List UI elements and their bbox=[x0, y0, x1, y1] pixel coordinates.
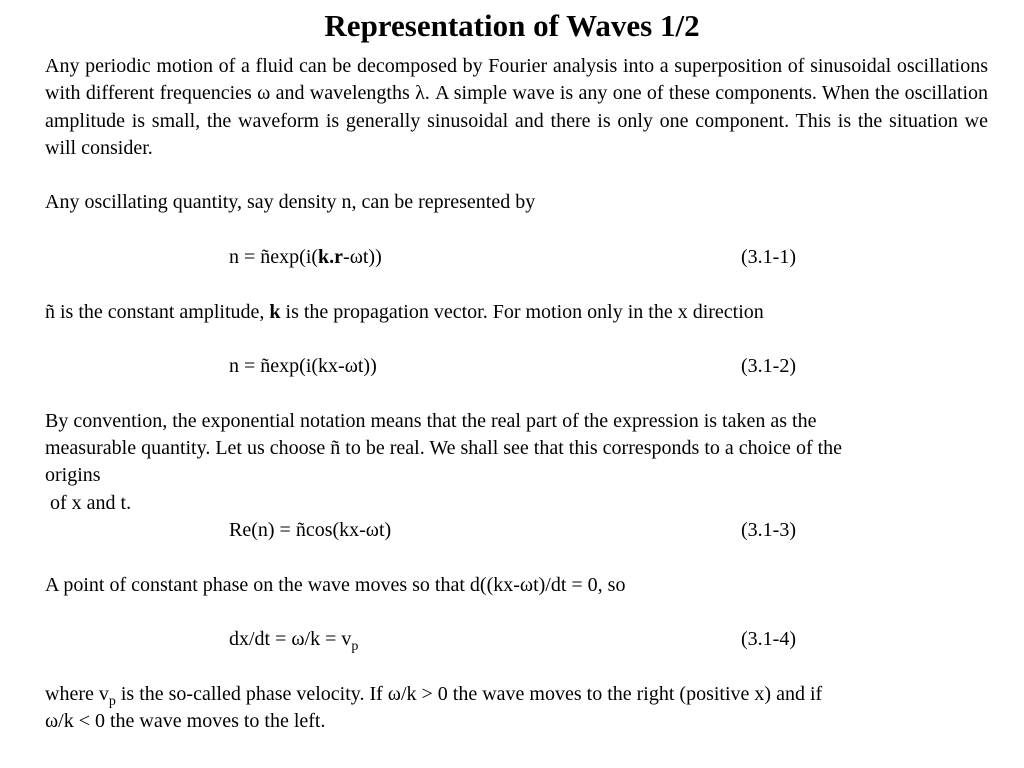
slide-body: Any periodic motion of a fluid can be de… bbox=[45, 53, 988, 735]
equation-number-3-1-1: (3.1-1) bbox=[741, 246, 796, 269]
spacer bbox=[45, 654, 988, 681]
paragraph-phase-velocity-line-2: ω/k < 0 the wave moves to the left. bbox=[45, 710, 326, 733]
paragraph-amplitude-bold: k bbox=[269, 300, 281, 323]
equation-number-3-1-2: (3.1-2) bbox=[741, 355, 796, 378]
spacer bbox=[45, 599, 988, 626]
equation-3-1-1-bold: k.r bbox=[318, 246, 344, 269]
paragraph-fourier: Any periodic motion of a fluid can be de… bbox=[45, 55, 988, 159]
spacer bbox=[45, 271, 988, 298]
equation-number-3-1-3: (3.1-3) bbox=[741, 519, 796, 542]
equation-3-1-4: dx/dt = ω/k = vp bbox=[229, 626, 359, 655]
equation-3-1-4-text: dx/dt = ω/k = v bbox=[229, 628, 352, 651]
equation-number-3-1-4: (3.1-4) bbox=[741, 628, 796, 651]
paragraph-convention-line-4: of x and t. bbox=[45, 491, 132, 514]
spacer bbox=[45, 162, 988, 189]
equation-3-1-4-subscript: p bbox=[351, 639, 359, 655]
equation-3-1-1-post: -ωt)) bbox=[343, 246, 382, 269]
spacer bbox=[45, 217, 988, 244]
spacer bbox=[45, 544, 988, 571]
paragraph-oscillating-quantity: Any oscillating quantity, say density n,… bbox=[45, 191, 536, 214]
paragraph-phase-velocity-subscript: p bbox=[108, 693, 116, 709]
equation-3-1-1-pre: n = ñexp(i( bbox=[229, 246, 319, 269]
paragraph-constant-phase: A point of constant phase on the wave mo… bbox=[45, 573, 626, 596]
spacer bbox=[45, 326, 988, 353]
equation-row-3-1-4: dx/dt = ω/k = vp (3.1-4) bbox=[45, 626, 988, 655]
paragraph-amplitude: ñ is the constant amplitude, k is the pr… bbox=[45, 299, 988, 326]
slide-title: Representation of Waves 1/2 bbox=[324, 8, 700, 43]
paragraph-phase-velocity-pre: where v bbox=[45, 682, 109, 705]
paragraph-convention-line-1: By convention, the exponential notation … bbox=[45, 409, 817, 432]
equation-3-1-3: Re(n) = ñcos(kx-ωt) bbox=[229, 519, 392, 542]
paragraph-convention-line-2: measurable quantity. Let us choose ñ to … bbox=[45, 437, 843, 460]
spacer bbox=[45, 381, 988, 408]
paragraph-amplitude-post: is the propagation vector. For motion on… bbox=[280, 300, 764, 323]
paragraph-phase-velocity: where vp is the so-called phase velocity… bbox=[45, 681, 988, 709]
paragraph-phase-velocity-post: is the so-called phase velocity. If ω/k … bbox=[115, 682, 823, 705]
equation-row-3-1-2: n = ñexp(i(kx-ωt)) (3.1-2) bbox=[45, 353, 988, 380]
paragraph-amplitude-pre: ñ is the constant amplitude, bbox=[45, 300, 270, 323]
equation-3-1-1: n = ñexp(i(k.r-ωt)) bbox=[229, 244, 382, 271]
equation-row-3-1-1: n = ñexp(i(k.r-ωt)) (3.1-1) bbox=[45, 244, 988, 271]
equation-row-3-1-3: Re(n) = ñcos(kx-ωt) (3.1-3) bbox=[45, 517, 988, 544]
equation-3-1-2: n = ñexp(i(kx-ωt)) bbox=[229, 355, 377, 378]
paragraph-convention-line-3: origins bbox=[45, 464, 101, 487]
